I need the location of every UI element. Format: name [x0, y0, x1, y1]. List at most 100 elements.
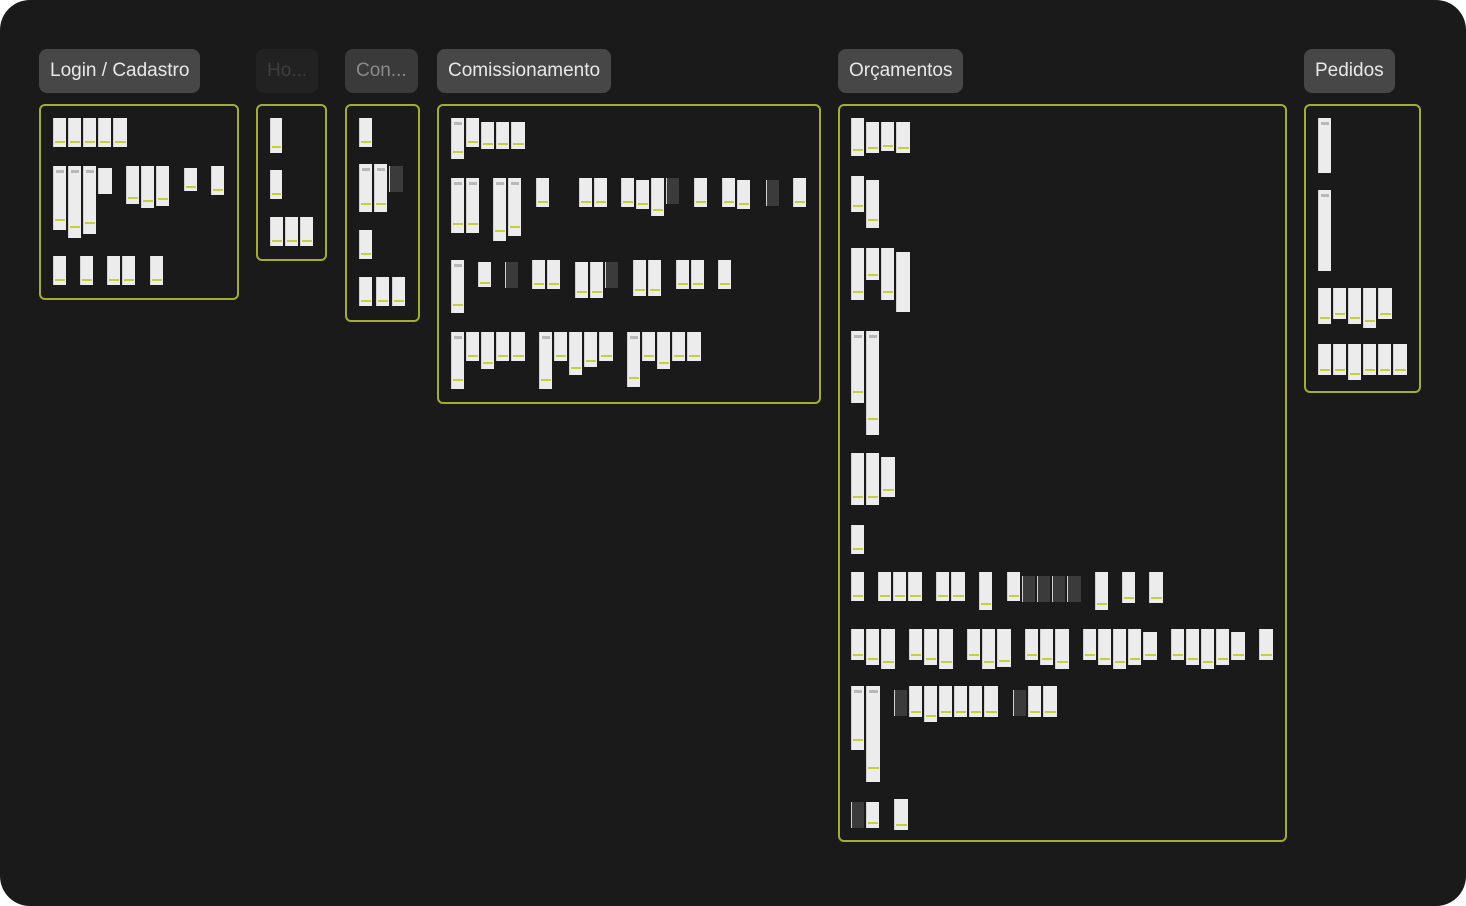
screen-thumbnail[interactable] [1363, 344, 1376, 375]
screen-thumbnail[interactable] [1149, 572, 1163, 603]
screen-thumbnail[interactable] [893, 572, 906, 601]
screen-thumbnail[interactable] [939, 629, 953, 669]
screen-thumbnail[interactable] [766, 180, 779, 206]
screen-thumbnail[interactable] [53, 166, 66, 230]
screen-thumbnail[interactable] [83, 166, 96, 234]
section-orcamentos[interactable] [838, 104, 1287, 842]
screen-thumbnail[interactable] [481, 332, 494, 369]
screen-thumbnail[interactable] [1171, 629, 1184, 660]
screen-thumbnail[interactable] [83, 118, 96, 147]
screen-thumbnail[interactable] [1025, 629, 1038, 660]
screen-thumbnail[interactable] [1043, 686, 1057, 717]
screen-thumbnail[interactable] [505, 262, 518, 288]
screen-thumbnail[interactable] [1318, 190, 1331, 271]
screen-thumbnail[interactable] [270, 170, 282, 199]
section-label-con[interactable]: Con... [345, 49, 418, 93]
screen-thumbnail[interactable] [881, 629, 895, 669]
screen-thumbnail[interactable] [98, 168, 112, 194]
screen-thumbnail[interactable] [1259, 629, 1273, 660]
screen-thumbnail[interactable] [594, 178, 607, 207]
screen-thumbnail[interactable] [359, 277, 372, 306]
screen-thumbnail[interactable] [866, 180, 879, 228]
screen-thumbnail[interactable] [642, 332, 655, 361]
screen-thumbnail[interactable] [584, 332, 597, 367]
screen-thumbnail[interactable] [1333, 344, 1346, 375]
screen-thumbnail[interactable] [851, 248, 864, 300]
screen-thumbnail[interactable] [359, 164, 372, 212]
screen-thumbnail[interactable] [894, 799, 908, 830]
screen-thumbnail[interactable] [536, 178, 549, 207]
screen-thumbnail[interactable] [881, 248, 894, 300]
screen-thumbnail[interactable] [851, 629, 864, 660]
screen-thumbnail[interactable] [866, 122, 879, 153]
screen-thumbnail[interactable] [374, 164, 387, 212]
screen-thumbnail[interactable] [1122, 572, 1135, 603]
screen-thumbnail[interactable] [508, 178, 521, 236]
screen-thumbnail[interactable] [909, 686, 922, 717]
screen-thumbnail[interactable] [1186, 629, 1199, 665]
screen-thumbnail[interactable] [1333, 288, 1346, 319]
screen-thumbnail[interactable] [851, 118, 864, 156]
screen-thumbnail[interactable] [633, 260, 646, 296]
screen-thumbnail[interactable] [107, 256, 120, 285]
screen-thumbnail[interactable] [851, 525, 864, 554]
screen-thumbnail[interactable] [1348, 288, 1361, 324]
screen-thumbnail[interactable] [866, 248, 879, 280]
screen-thumbnail[interactable] [532, 260, 545, 289]
screen-thumbnail[interactable] [908, 572, 922, 601]
screen-thumbnail[interactable] [579, 178, 592, 207]
screen-thumbnail[interactable] [694, 178, 707, 207]
section-label-home[interactable]: Ho... [256, 49, 319, 93]
screen-thumbnail[interactable] [939, 686, 952, 717]
screen-thumbnail[interactable] [866, 629, 879, 665]
screen-thumbnail[interactable] [1040, 629, 1053, 665]
screen-thumbnail[interactable] [569, 332, 582, 375]
screen-thumbnail[interactable] [1067, 576, 1081, 602]
section-label-pedidos[interactable]: Pedidos [1304, 49, 1395, 93]
screen-thumbnail[interactable] [1113, 629, 1126, 669]
section-comissionamento[interactable] [437, 104, 821, 404]
screen-thumbnail[interactable] [651, 178, 664, 216]
screen-thumbnail[interactable] [896, 252, 910, 312]
screen-thumbnail[interactable] [967, 629, 980, 660]
screen-thumbnail[interactable] [851, 686, 864, 750]
screen-thumbnail[interactable] [575, 262, 588, 298]
screen-thumbnail[interactable] [997, 629, 1011, 667]
screen-thumbnail[interactable] [554, 332, 567, 361]
screen-thumbnail[interactable] [359, 118, 372, 147]
screen-thumbnail[interactable] [878, 572, 891, 601]
screen-thumbnail[interactable] [851, 802, 864, 828]
screen-thumbnail[interactable] [1393, 344, 1407, 375]
screen-thumbnail[interactable] [605, 262, 618, 288]
screen-thumbnail[interactable] [389, 166, 403, 192]
screen-thumbnail[interactable] [1007, 572, 1020, 601]
screen-thumbnail[interactable] [68, 118, 81, 147]
screen-thumbnail[interactable] [866, 686, 880, 782]
screen-thumbnail[interactable] [466, 178, 479, 233]
screen-thumbnail[interactable] [1378, 288, 1392, 319]
screen-thumbnail[interactable] [936, 572, 949, 601]
screen-thumbnail[interactable] [979, 572, 992, 610]
screen-thumbnail[interactable] [539, 332, 552, 389]
screen-thumbnail[interactable] [881, 122, 894, 151]
screen-thumbnail[interactable] [376, 277, 389, 306]
screen-thumbnail[interactable] [866, 802, 879, 828]
screen-thumbnail[interactable] [648, 260, 661, 296]
screen-thumbnail[interactable] [451, 178, 464, 233]
screen-thumbnail[interactable] [687, 332, 701, 361]
screen-thumbnail[interactable] [1216, 629, 1229, 665]
screen-thumbnail[interactable] [493, 178, 506, 241]
screen-thumbnail[interactable] [627, 332, 640, 387]
screen-thumbnail[interactable] [466, 332, 479, 361]
screen-thumbnail[interactable] [590, 262, 603, 298]
screen-thumbnail[interactable] [359, 230, 372, 259]
screen-thumbnail[interactable] [851, 176, 864, 212]
screen-thumbnail[interactable] [737, 180, 750, 209]
screen-thumbnail[interactable] [184, 168, 197, 191]
screen-thumbnail[interactable] [657, 332, 670, 369]
screen-thumbnail[interactable] [478, 262, 491, 287]
screen-thumbnail[interactable] [122, 256, 135, 285]
screen-thumbnail[interactable] [53, 118, 66, 147]
section-login-cadastro[interactable] [39, 104, 239, 300]
screen-thumbnail[interactable] [126, 166, 139, 204]
